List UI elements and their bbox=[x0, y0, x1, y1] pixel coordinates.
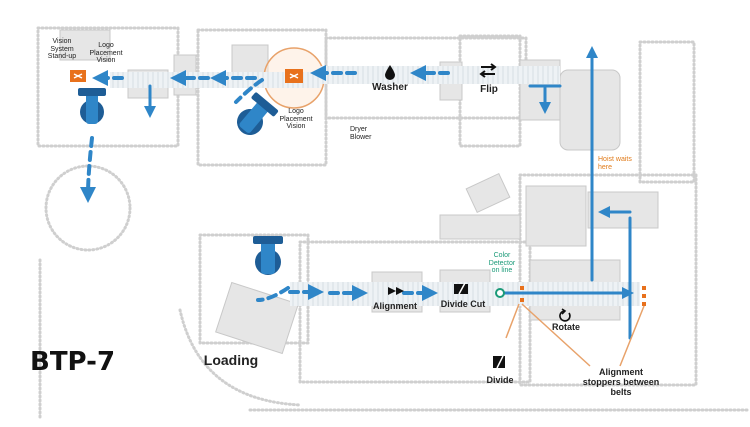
hoist-rail-block bbox=[439, 214, 521, 240]
stopper-marker bbox=[520, 286, 524, 290]
page-title: BTP-7 bbox=[30, 347, 116, 377]
flow-loading-curve bbox=[256, 286, 290, 302]
logo-vision-left-camera bbox=[70, 70, 86, 82]
callout-lines bbox=[505, 303, 645, 367]
flow-center-pick bbox=[234, 78, 264, 104]
robot-head bbox=[251, 92, 279, 117]
robot-loading bbox=[253, 236, 283, 275]
stopper-marker bbox=[642, 294, 646, 298]
divide-callout bbox=[505, 303, 520, 339]
rotate-label: Rotate bbox=[551, 322, 580, 332]
hoist-frame-left bbox=[525, 185, 587, 247]
alignment-arrows-icon bbox=[388, 287, 404, 295]
robot-arm bbox=[261, 238, 275, 274]
loading-label: Loading bbox=[203, 352, 259, 368]
divide-icon bbox=[493, 355, 505, 369]
color-detector-icon bbox=[495, 288, 505, 298]
standup-frame bbox=[59, 29, 111, 61]
robot-center bbox=[237, 92, 279, 135]
color-detector-label: Color Detector on line bbox=[488, 252, 516, 275]
logo-vision-center-label: Logo Placement Vision bbox=[279, 108, 313, 131]
hoist-cell-outline bbox=[518, 173, 698, 387]
robot-head bbox=[78, 88, 106, 96]
robot-arm bbox=[239, 100, 270, 133]
camera-lens bbox=[73, 73, 83, 79]
alignment-label: Alignment bbox=[373, 301, 417, 311]
robot-head bbox=[253, 236, 283, 244]
washer-drop-icon bbox=[385, 65, 395, 80]
divide-label: Divide bbox=[486, 375, 514, 385]
flow-paths bbox=[80, 65, 450, 302]
robot-standup bbox=[78, 88, 106, 124]
stopper-marker bbox=[642, 302, 646, 306]
alignment-stoppers-label: Alignment stoppers between belts bbox=[582, 367, 660, 397]
hoist-frame-right bbox=[587, 191, 659, 229]
robot-arm bbox=[86, 90, 98, 124]
divide-cut-icon bbox=[454, 282, 468, 295]
logo-vision-left-label: Logo Placement Vision bbox=[89, 42, 123, 65]
stopper-marker bbox=[642, 286, 646, 290]
hoist-waits-label: Hoist waits here bbox=[598, 156, 632, 171]
stopper-marker bbox=[520, 298, 524, 302]
dryer-blower-label: Dryer Blower bbox=[350, 126, 372, 141]
flow-solid-paths bbox=[144, 46, 634, 340]
washer-label: Washer bbox=[372, 82, 408, 93]
right-cell-outline bbox=[638, 40, 696, 184]
alignment-stoppers bbox=[520, 286, 646, 306]
flow-standup-to-turntable bbox=[80, 136, 97, 203]
center-vision-frame bbox=[231, 44, 269, 76]
floor-boundary-outline bbox=[38, 258, 750, 422]
vision-standup-label: Vision System Stand-up bbox=[47, 38, 77, 61]
loading-arc-outline bbox=[178, 308, 302, 407]
flip-label: Flip bbox=[480, 84, 498, 95]
stoppers-callout-1 bbox=[521, 303, 591, 367]
loading-pallet bbox=[215, 281, 299, 355]
stoppers-callout-2 bbox=[619, 305, 645, 367]
rotate-icon bbox=[559, 308, 571, 322]
flip-cycle-icon bbox=[479, 63, 497, 78]
hoist-small-block bbox=[465, 172, 511, 214]
camera-lens bbox=[289, 73, 299, 79]
logo-vision-center-camera bbox=[285, 69, 303, 83]
flip-robot-base bbox=[559, 69, 621, 151]
divide-cut-label: Divide Cut bbox=[440, 299, 486, 309]
